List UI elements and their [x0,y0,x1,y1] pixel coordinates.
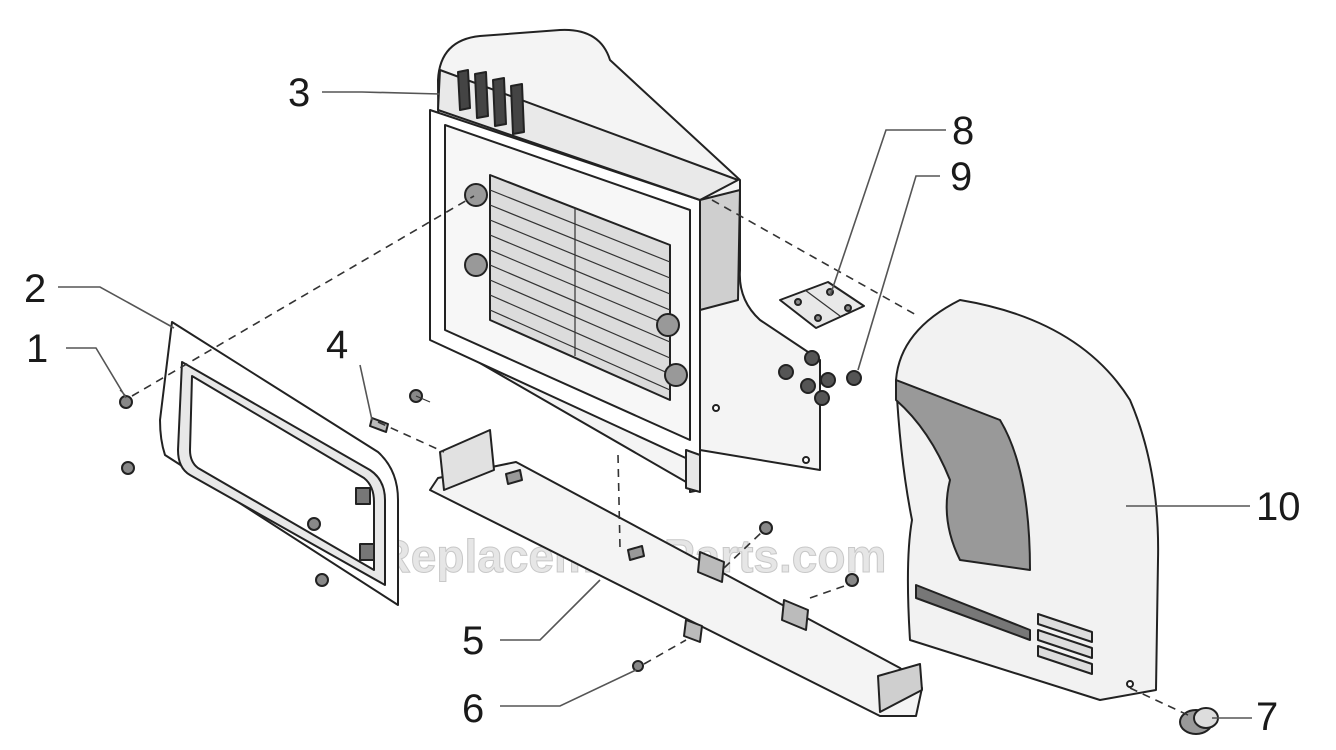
frame-screw-c [307,517,321,531]
boss-bottom-right [664,363,688,387]
bracket-clip-c [683,619,703,643]
leader-lines [58,91,1252,719]
callout-4: 4 [326,323,348,367]
part-8-hinge [779,281,865,329]
callout-10: 10 [1256,485,1301,529]
frame-screw-d [315,573,329,587]
callout-1: 1 [26,327,48,371]
part-3-housing-panel [429,28,821,493]
assembly-lines [131,195,1191,717]
boss-top-left [464,183,488,207]
callout-7: 7 [1256,695,1278,739]
part-7-knob [1179,707,1219,735]
callout-5: 5 [462,619,484,663]
callout-3: 3 [288,71,310,115]
bracket-screw-a [759,521,773,535]
frame-clip-lower [359,543,375,561]
housing-top-vents [457,69,525,135]
bracket-clip-b [781,599,809,631]
callout-8: 8 [952,109,974,153]
part-6-screw [632,660,644,672]
callout-6: 6 [462,687,484,731]
part-1-screw [119,389,133,409]
bracket-clip-a [697,551,725,583]
end-cover-vents [1037,613,1093,675]
housing-grille [489,174,671,401]
callout-2: 2 [24,267,46,311]
part-10-end-cover [895,299,1160,701]
frame-screw-b [121,461,135,475]
boss-bottom-left [464,253,488,277]
bracket-screw-b [845,573,859,587]
part-5-bottom-bracket [429,429,923,717]
part-2-window-frame [159,321,399,606]
part-4-clip [369,389,431,433]
part-9-nuts [778,350,862,406]
boss-top-right [656,313,680,337]
frame-clip-upper [355,487,371,505]
callout-9: 9 [950,155,972,199]
